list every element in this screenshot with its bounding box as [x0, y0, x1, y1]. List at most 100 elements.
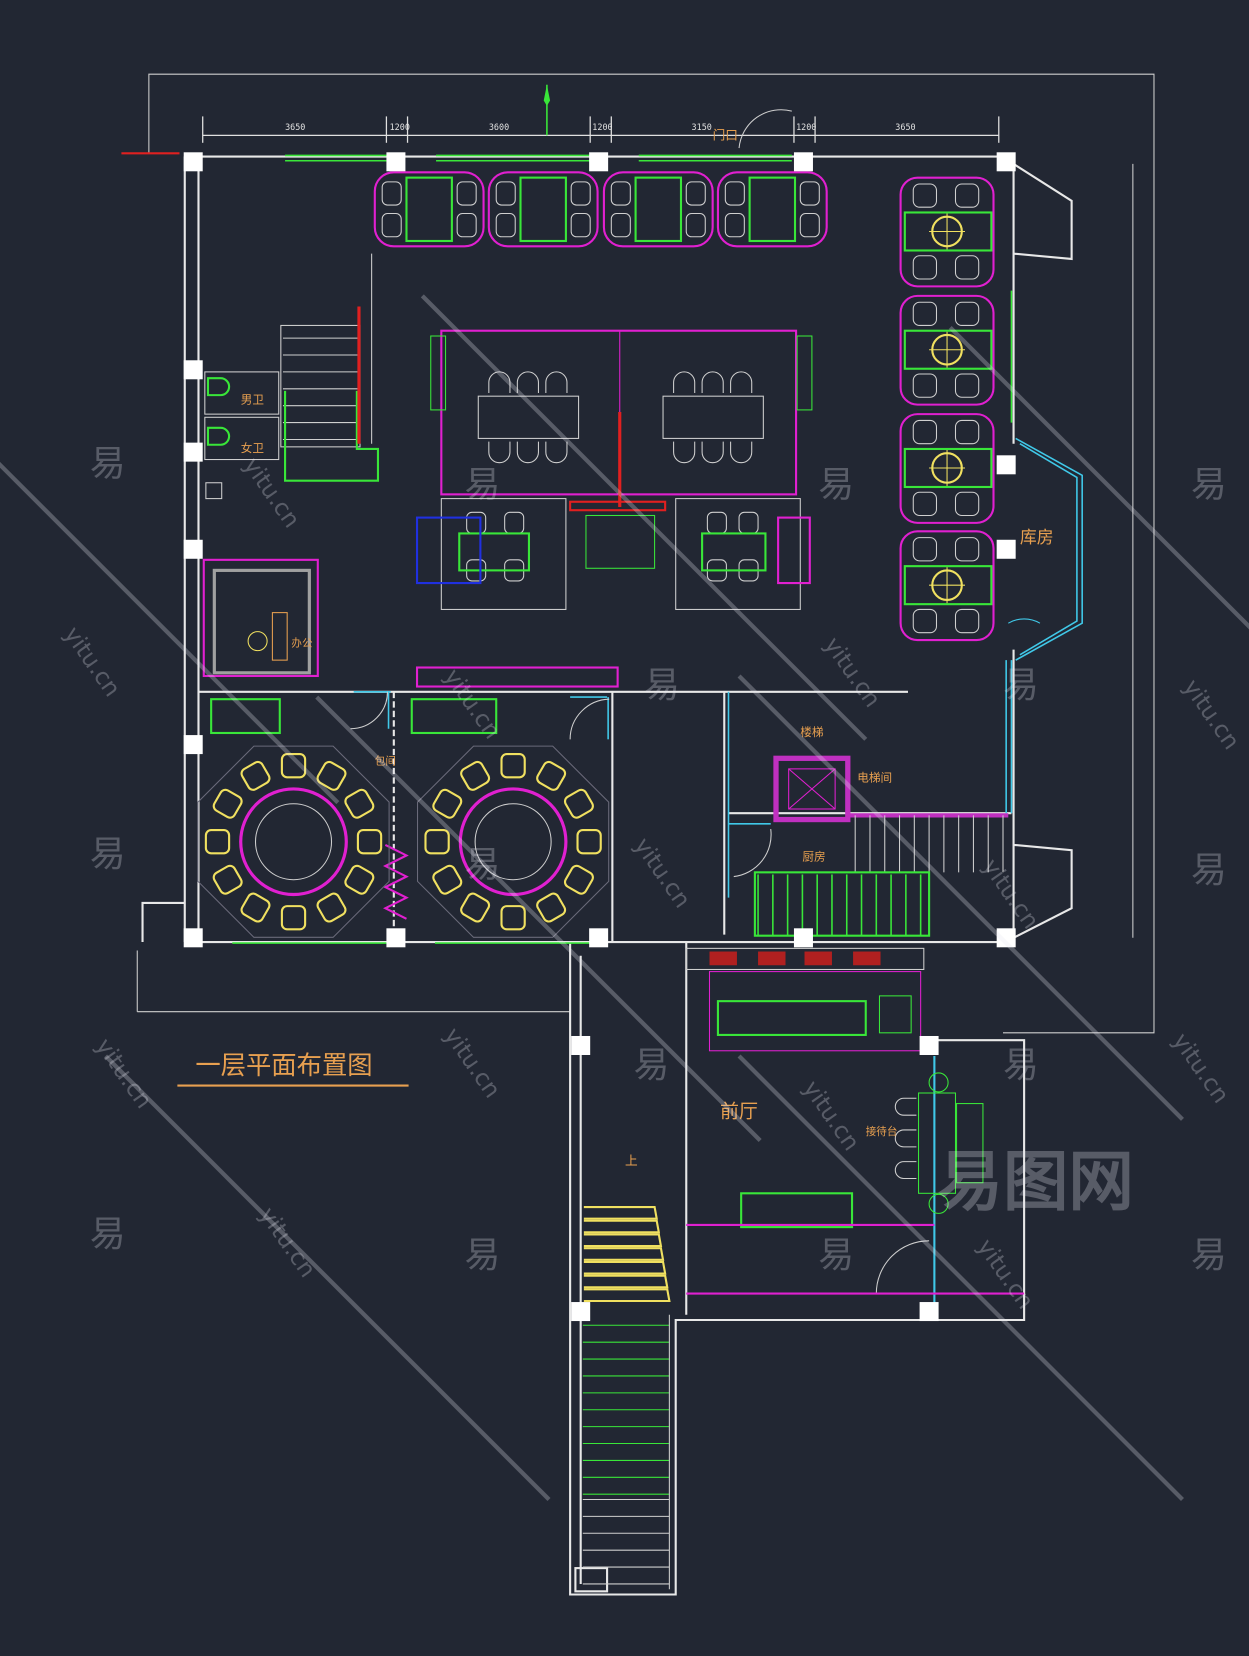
room-label-entrance: 门口 — [713, 128, 738, 143]
lazy-susan — [254, 803, 333, 881]
round-table — [458, 787, 568, 897]
watermark-char: 易 — [90, 1214, 126, 1255]
chair — [730, 371, 753, 394]
booth-seat — [495, 181, 516, 206]
chair — [706, 511, 727, 534]
column — [919, 1035, 939, 1055]
windows — [232, 154, 1013, 944]
booth-seat — [610, 213, 631, 238]
watermark-stroke — [0, 461, 340, 805]
booth-table — [903, 565, 993, 606]
watermark-stroke — [420, 294, 868, 741]
chair — [424, 829, 450, 855]
chair — [212, 788, 243, 819]
watermark-site: yitu.cn — [972, 1234, 1039, 1314]
stair-step — [583, 1260, 667, 1275]
booth-seat — [912, 373, 938, 398]
chair — [516, 371, 539, 394]
watermark-char: 易 — [1191, 850, 1227, 891]
watermark-char: 易 — [90, 443, 126, 484]
booth-row-top — [373, 171, 828, 248]
chair — [576, 829, 602, 855]
booth-table — [519, 176, 567, 243]
watermark-stroke — [104, 1054, 551, 1501]
top-dimension-line — [202, 116, 1000, 143]
chair — [356, 829, 383, 855]
watermark-char: 易 — [1191, 464, 1227, 505]
chair — [466, 511, 487, 534]
booth — [899, 294, 995, 406]
stair-up-label: 上 — [625, 1153, 638, 1168]
door-swings — [350, 109, 1041, 1294]
staircase-middle — [854, 815, 1004, 873]
chair — [738, 511, 759, 534]
booth-seat — [381, 213, 402, 238]
column — [183, 928, 203, 948]
drawing-title-block: 一层平面布置图 — [177, 1050, 409, 1087]
booth-table — [634, 176, 683, 243]
booth-seat — [495, 213, 516, 238]
stair-block — [753, 871, 931, 937]
chair — [500, 905, 526, 931]
booth-seat — [954, 255, 980, 280]
central-dining-rooms — [430, 329, 813, 508]
booth-seat — [799, 213, 820, 238]
room-label-private-room: 包间 — [375, 755, 396, 768]
column — [386, 928, 406, 948]
stair-step — [583, 1219, 661, 1234]
column — [589, 152, 609, 172]
watermark-stroke — [737, 1054, 1184, 1501]
chair — [516, 441, 539, 464]
chair — [701, 371, 724, 394]
booth-column-right — [899, 176, 995, 642]
chair — [673, 371, 696, 394]
chair — [488, 371, 511, 394]
booth-seat — [954, 183, 980, 208]
booth-seat — [912, 183, 938, 208]
room-label-stairwell: 楼梯 — [800, 725, 824, 739]
structural-columns — [183, 152, 1016, 1322]
booth-seat — [912, 608, 938, 634]
chair — [344, 788, 375, 819]
column — [793, 928, 813, 948]
chair — [500, 753, 526, 779]
column — [996, 152, 1016, 172]
column — [183, 539, 203, 559]
booth-seat — [954, 301, 980, 326]
chair — [240, 760, 271, 791]
booth — [487, 171, 599, 248]
booth — [899, 413, 995, 524]
booth-seat — [912, 491, 938, 517]
chair — [563, 788, 594, 819]
booth — [899, 530, 995, 642]
room-label-front-hall: 前厅 — [720, 1100, 758, 1122]
counter-equipment — [685, 947, 925, 1052]
walls — [141, 155, 1073, 1596]
north-arrow-icon — [543, 84, 551, 136]
watermark-site: yitu.cn — [254, 1202, 321, 1282]
booth-table — [405, 176, 453, 243]
room-octagon — [416, 745, 610, 938]
chair — [204, 829, 231, 855]
chair — [545, 371, 568, 394]
round-table — [239, 787, 348, 897]
drawing-title: 一层平面布置图 — [195, 1050, 372, 1080]
chair — [432, 864, 463, 895]
watermark-char: 易 — [465, 464, 501, 505]
column — [571, 1035, 591, 1055]
watermark-char: 易 — [633, 1045, 669, 1086]
column — [183, 442, 203, 462]
booth-seat — [724, 213, 745, 238]
booth-table — [903, 447, 993, 489]
stair-step — [583, 1233, 663, 1248]
watermark-stroke — [948, 326, 1249, 630]
column — [386, 152, 406, 172]
toilets — [204, 371, 280, 500]
booth-seat — [685, 181, 706, 206]
booth — [373, 171, 485, 248]
watermark-char: 易 — [818, 1235, 854, 1276]
round-tables — [197, 745, 610, 938]
small-dining-tables — [415, 498, 811, 610]
booth — [716, 171, 828, 248]
